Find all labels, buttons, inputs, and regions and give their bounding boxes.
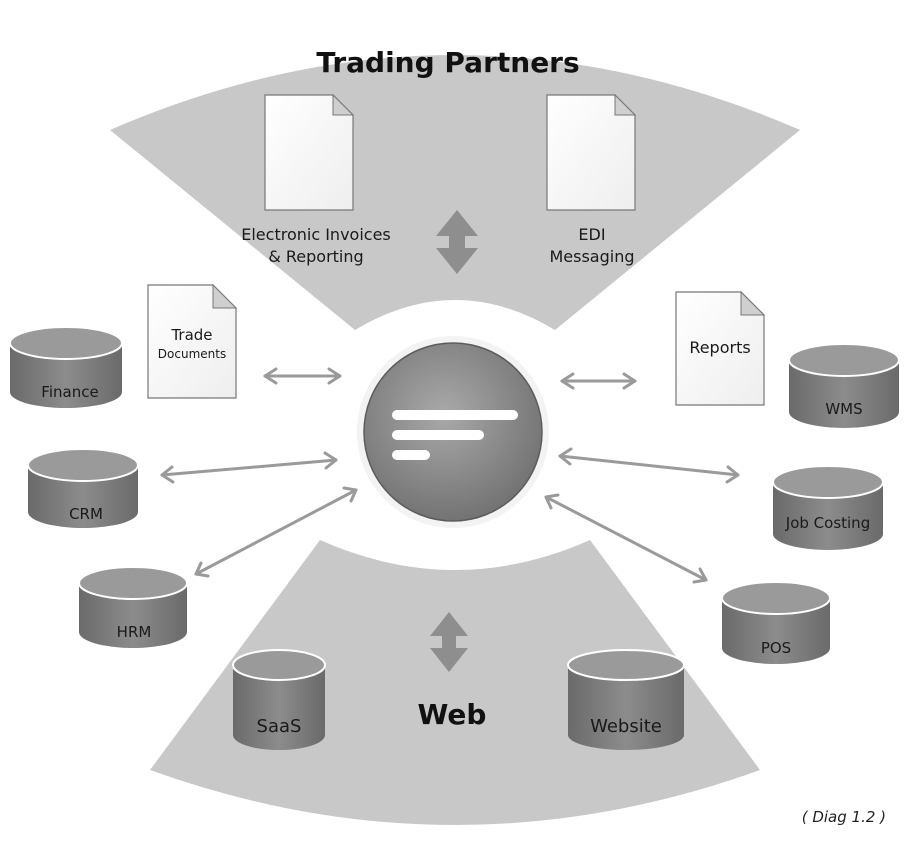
wms-label: WMS (825, 400, 862, 418)
website-database-icon (567, 649, 685, 750)
reports-label: Reports (689, 338, 750, 357)
edi-messaging-label-line2: Messaging (549, 247, 634, 266)
web-title: Web (418, 698, 487, 731)
reports-document-icon (675, 290, 766, 406)
wms-database-icon (788, 343, 900, 428)
finance-label: Finance (41, 383, 98, 401)
pos-label: POS (761, 639, 791, 657)
trade-documents-label-line1: Trade (170, 326, 212, 344)
hrm-label: HRM (117, 623, 152, 641)
trade-documents-document-icon (147, 283, 238, 399)
electronic-invoices-label-line2: & Reporting (268, 247, 363, 266)
electronic-invoices-label-line1: Electronic Invoices (241, 225, 391, 244)
crm-database-icon (27, 448, 139, 528)
trading-partners-title: Trading Partners (316, 46, 579, 79)
diagram-caption: ( Diag 1.2 ) (801, 808, 886, 826)
edi-messaging-label-line1: EDI (578, 225, 605, 244)
crm-label: CRM (69, 505, 103, 523)
job-costing-database-icon (772, 465, 884, 550)
saas-label: SaaS (257, 716, 302, 737)
hrm-database-icon (78, 566, 188, 648)
web-region (150, 540, 760, 825)
trade-documents-label-line2: Documents (158, 347, 226, 361)
bottom-double-arrow-icon (430, 612, 468, 672)
pos-database-icon (721, 581, 831, 664)
job-costing-label: Job Costing (785, 514, 870, 532)
website-label: Website (590, 716, 662, 737)
top-double-arrow-icon (436, 210, 478, 274)
hub-lines-icon (392, 410, 518, 460)
electronic-invoices-document-icon (264, 93, 355, 211)
connector-arrows (160, 367, 740, 584)
saas-database-icon (232, 649, 326, 750)
finance-database-icon (9, 326, 123, 408)
edi-messaging-document-icon (546, 93, 637, 211)
